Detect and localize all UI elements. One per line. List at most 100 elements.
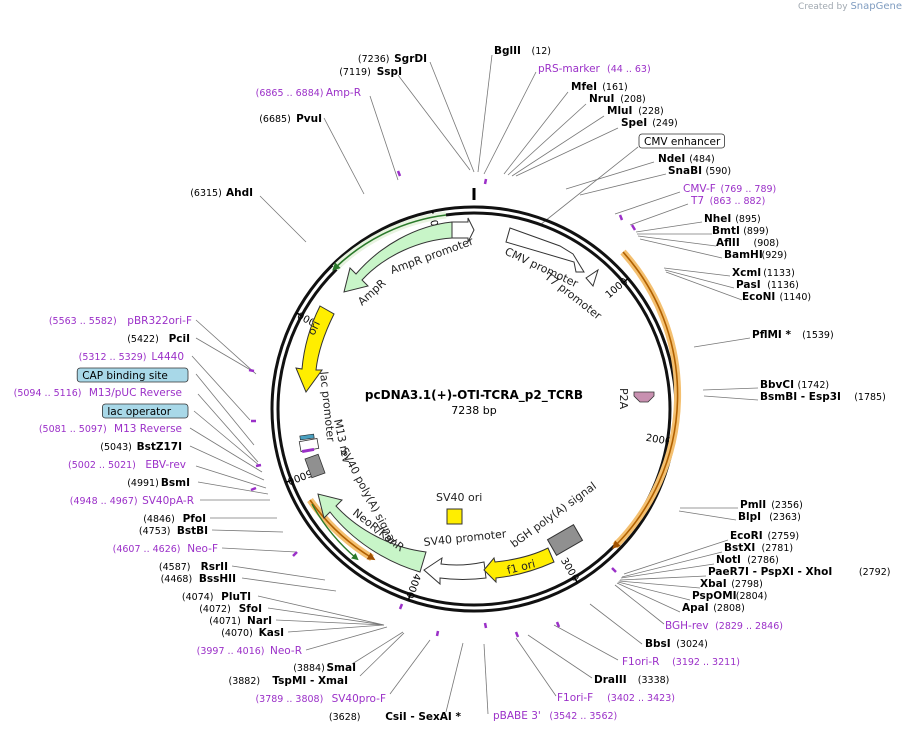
sv40-ori-box [446, 508, 463, 525]
label-position: (5081 .. 5097) [39, 424, 107, 435]
label-smai: (3884)SmaI [293, 662, 356, 674]
label-position: (4468) [161, 574, 193, 585]
label-position: (2808) [713, 603, 745, 614]
label-position: (1140) [780, 292, 812, 303]
label-sv40prof: (3789 .. 3808) SV40pro-F [255, 693, 386, 705]
label-pfoi: (4846)PfoI [143, 513, 206, 525]
label-name: NarI [247, 615, 272, 627]
label-kasi: (4070)KasI [221, 627, 284, 639]
label-position: (4587) [159, 562, 191, 573]
label-position: (208) [620, 94, 646, 105]
label-mlui: (228)MluI [607, 105, 664, 117]
label-ecori: (2759) EcoRI [730, 530, 799, 542]
cmv-promoter-arrow [505, 227, 585, 273]
orf-arcs [307, 211, 682, 561]
label-name: pBABE 3' [493, 710, 541, 722]
label-name: BbvCI [760, 379, 794, 391]
label-name: SspI [377, 66, 402, 78]
label-name: AflII [716, 237, 740, 249]
label-position: (5094 .. 5116) [14, 388, 82, 399]
label-bbvci: (1742)BbvCI [760, 379, 829, 391]
label-position: (161) [602, 82, 628, 93]
label-aflii: (908)AflII [716, 237, 779, 249]
label-position: (2792) [859, 567, 891, 578]
p2a-label: P2A [617, 388, 630, 410]
label-name: CAP binding site [82, 370, 168, 382]
label-name: XcmI [732, 267, 761, 279]
label-sspi: (7119)SspI [339, 66, 402, 78]
label-position: (3024) [676, 639, 708, 650]
label-rsrii: (4587)RsrII [159, 561, 228, 573]
label-name: DraIII [594, 674, 627, 686]
label-box [76, 367, 189, 383]
label-position: (5002 .. 5021) [68, 460, 136, 471]
label-bamhi: (929)BamHI [724, 249, 787, 261]
label-nari: (4071) NarI [209, 615, 272, 627]
label-position: (3192 .. 3211) [672, 657, 740, 668]
label-position: (5312 .. 5329) [79, 352, 147, 363]
snapgene-credit: Created by SnapGene [798, 1, 902, 12]
label-apai: (2808)ApaI [682, 602, 745, 614]
label-name: BstXI [724, 542, 755, 554]
label-name: BbsI [645, 638, 671, 650]
label-name: EcoRI [730, 530, 763, 542]
label-position: (929) [762, 250, 788, 261]
label-position: (2759) [768, 531, 800, 542]
label-name: BmtI [712, 225, 740, 237]
label-position: (6865 .. 6884) [256, 88, 324, 99]
label-f1orir: (3192 .. 3211)F1ori-R [622, 656, 740, 668]
label-name: EBV-rev [145, 459, 186, 471]
label-name: CMV enhancer [644, 136, 721, 148]
label-ebvrev: (5002 .. 5021) EBV-rev [68, 459, 186, 471]
label-name: MluI [607, 105, 632, 117]
label-name: SnaBI [668, 165, 702, 177]
p2a-arrow [633, 391, 655, 403]
label-position: (5563 .. 5582) [49, 316, 117, 327]
label-cmvf: (769 .. 789)CMV-F [683, 183, 776, 195]
label-bstz17i: (5043)BstZ17I [100, 441, 182, 453]
label-cap: CAP binding site [76, 367, 189, 383]
label-name: NheI [704, 213, 731, 225]
label-position: (3789 .. 3808) [255, 694, 323, 705]
label-xbai: (2798)XbaI [700, 578, 763, 590]
features [295, 217, 655, 586]
label-name: L4440 [151, 351, 184, 363]
label-pbabe: (3542 .. 3562)pBABE 3' [493, 710, 617, 722]
label-tspmi: (3882)TspMI - XmaI [229, 675, 348, 687]
plasmid-name: pcDNA3.1(+)-OTI-TCRA_p2_TCRB [365, 388, 583, 403]
label-blpi: (2363)BlpI [738, 511, 801, 523]
label-mfei: (161)MfeI [571, 81, 628, 93]
ring-marks [248, 170, 637, 638]
label-neor: (3997 .. 4016)Neo-R [197, 645, 302, 657]
label-ahdi: (6315)AhdI [190, 187, 253, 199]
tick-mark [295, 312, 302, 317]
label-paer7i: (2792)PaeR7I - PspXI - XhoI [708, 566, 890, 578]
label-position: (2781) [762, 543, 794, 554]
sv40-promoter-arrow [423, 556, 487, 586]
t7-promoter-arrow [585, 268, 599, 288]
label-name: EcoNI [742, 291, 775, 303]
label-name: SmaI [327, 662, 357, 674]
label-position: (4607 .. 4626) [113, 544, 181, 555]
label-name: NotI [716, 554, 741, 566]
label-f1orif: (3402 .. 3423)F1ori-F [557, 692, 675, 704]
label-position: (3338) [638, 675, 670, 686]
label-name: PflMI * [752, 329, 791, 341]
label-pcii: (5422)PciI [127, 333, 190, 345]
label-name: CMV-F [683, 183, 716, 195]
label-name: BlpI [738, 511, 761, 523]
label-name: SV40pro-F [332, 693, 386, 705]
label-position: (3882) [229, 676, 261, 687]
label-box [102, 403, 189, 419]
label-position: (2804) [736, 591, 768, 602]
label-position: (249) [652, 118, 678, 129]
label-position: (899) [743, 226, 769, 237]
label-name: KasI [259, 627, 284, 639]
label-position: (1539) [802, 330, 834, 341]
label-position: (4074) [182, 592, 214, 603]
label-ndei: (484)NdeI [658, 153, 715, 165]
tick-mark [623, 277, 629, 283]
label-position: (4071) [209, 616, 241, 627]
label-name: PfoI [183, 513, 206, 525]
label-position: (4991) [127, 478, 159, 489]
